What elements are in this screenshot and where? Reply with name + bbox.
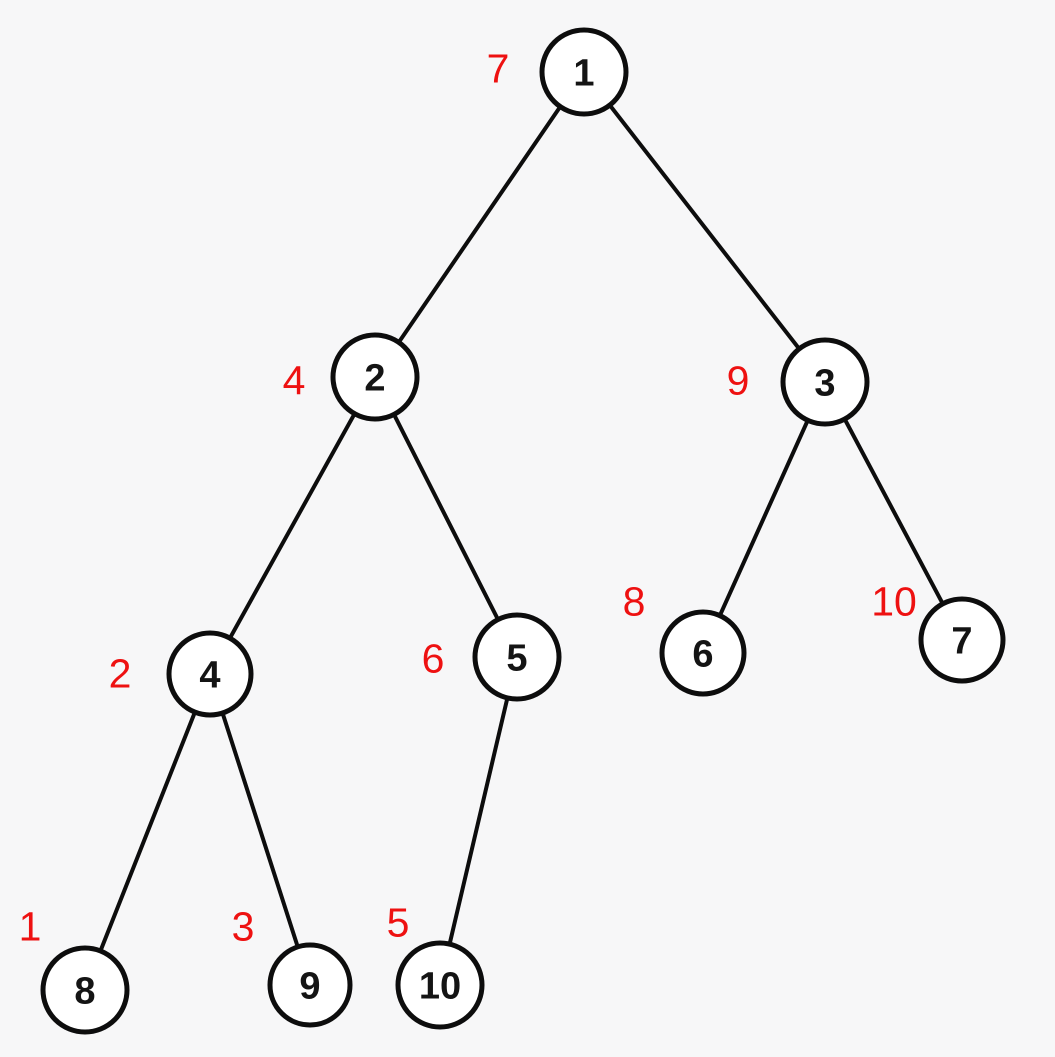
node-circle-6 <box>659 609 747 697</box>
node-value-10: 10 <box>419 965 461 1007</box>
node-circle-3 <box>780 337 870 427</box>
tree-node-3: 3 <box>780 337 870 427</box>
edge-3-7 <box>823 380 964 642</box>
node-circle-9 <box>267 942 353 1028</box>
node-circle-8 <box>40 945 130 1035</box>
tree-nodes: 1 2 3 4 5 6 7 <box>40 27 1006 1035</box>
edge-4-8 <box>83 672 212 992</box>
tree-node-7: 7 <box>918 596 1006 684</box>
order-label-node-4: 2 <box>109 650 132 696</box>
node-value-4: 4 <box>199 654 220 696</box>
order-label-node-5: 6 <box>422 635 445 681</box>
tree-node-6: 6 <box>659 609 747 697</box>
traversal-order-labels: 7 4 9 2 6 8 10 1 3 5 <box>19 45 917 949</box>
node-value-5: 5 <box>506 637 527 679</box>
edge-2-5 <box>373 375 519 659</box>
edge-2-4 <box>208 375 377 676</box>
node-value-3: 3 <box>814 362 835 404</box>
node-circle-10 <box>395 940 485 1030</box>
node-circle-7 <box>918 596 1006 684</box>
tree-node-4: 4 <box>166 630 254 718</box>
tree-node-10: 10 <box>395 940 485 1030</box>
edge-4-9 <box>208 672 312 987</box>
node-circle-1 <box>539 27 629 117</box>
edge-3-6 <box>701 380 827 655</box>
tree-node-1: 1 <box>539 27 629 117</box>
tree-node-9: 9 <box>267 942 353 1028</box>
tree-node-8: 8 <box>40 945 130 1035</box>
order-label-node-3: 9 <box>727 357 750 403</box>
edge-1-3 <box>582 70 827 384</box>
tree-node-2: 2 <box>330 332 420 422</box>
edge-1-2 <box>373 70 586 379</box>
order-label-node-9: 3 <box>232 903 255 949</box>
order-label-node-1: 7 <box>487 45 510 91</box>
tree-node-5: 5 <box>472 612 562 702</box>
order-label-node-6: 8 <box>623 578 646 624</box>
node-circle-2 <box>330 332 420 422</box>
tree-edges <box>83 70 964 992</box>
node-value-7: 7 <box>951 620 972 662</box>
node-value-1: 1 <box>573 52 594 94</box>
node-circle-4 <box>166 630 254 718</box>
node-value-2: 2 <box>364 357 385 399</box>
order-label-node-7: 10 <box>871 578 917 624</box>
order-label-node-2: 4 <box>283 357 306 403</box>
order-label-node-8: 1 <box>19 903 42 949</box>
order-label-node-10: 5 <box>387 899 410 945</box>
node-value-9: 9 <box>299 965 320 1007</box>
node-value-8: 8 <box>74 970 95 1012</box>
node-circle-5 <box>472 612 562 702</box>
edge-5-10 <box>438 655 519 987</box>
node-value-6: 6 <box>692 633 713 675</box>
